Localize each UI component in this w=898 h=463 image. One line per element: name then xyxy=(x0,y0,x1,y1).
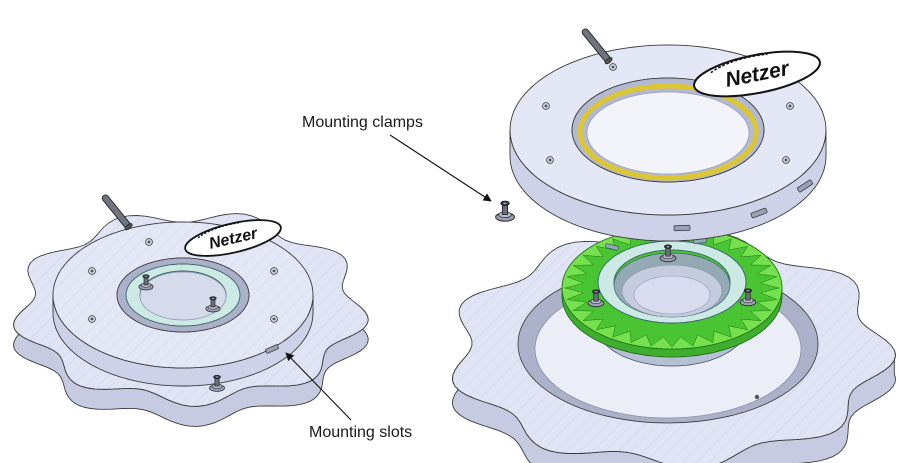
mounting-slot xyxy=(750,207,768,219)
mounting-slots-arrow xyxy=(285,352,352,421)
screw-icon xyxy=(270,315,278,323)
mounting-clamp-icon xyxy=(495,200,515,222)
mounting-clamps-arrow xyxy=(389,134,492,202)
stator-bore-floor xyxy=(633,275,711,315)
mounting-slot xyxy=(265,344,279,354)
screw-icon xyxy=(786,102,794,110)
mounting-slots-label: Mounting slots xyxy=(309,424,412,441)
logo-swirl-icon xyxy=(710,53,768,74)
inner-bore-floor xyxy=(139,271,227,321)
screw-icon xyxy=(145,238,153,246)
assembled-encoder-view: Netzer xyxy=(13,192,369,427)
stator-slot xyxy=(605,243,619,251)
screw-icon xyxy=(88,315,96,323)
callouts: Mounting clamps Mounting slots xyxy=(285,114,492,441)
mounting-slot xyxy=(673,224,691,232)
screw-icon xyxy=(782,156,790,164)
screw-icon xyxy=(542,102,550,110)
netzer-logo: Netzer xyxy=(693,50,821,98)
screw-icon xyxy=(546,156,554,164)
screw-icon xyxy=(88,267,96,275)
screw-icon xyxy=(609,63,617,71)
ring-bore-floor xyxy=(586,91,750,175)
yellow-scale-ring xyxy=(577,83,759,181)
exploded-encoder-view: Netzer xyxy=(451,26,896,463)
screw-hole xyxy=(754,394,760,400)
netzer-logo: Netzer xyxy=(184,219,282,257)
mounting-clamps-label: Mounting clamps xyxy=(302,114,423,131)
logo-swirl-icon xyxy=(197,221,240,239)
mounting-slot xyxy=(796,179,814,193)
screw-icon xyxy=(270,267,278,275)
logo-ellipse xyxy=(693,50,821,98)
